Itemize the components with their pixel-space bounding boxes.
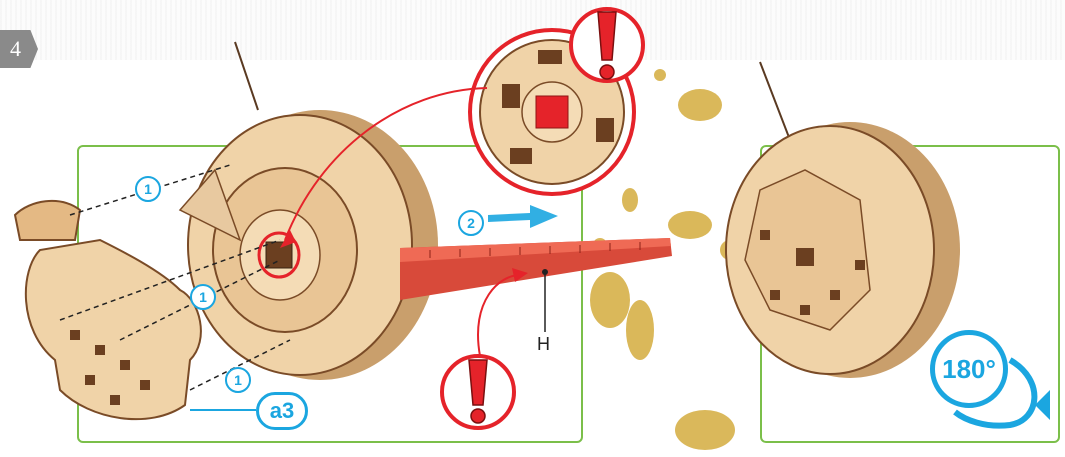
rotate-label: 180° — [930, 330, 1008, 408]
tool-label: H — [537, 334, 550, 355]
wooden-gear-assembly — [180, 110, 438, 380]
step-number-1: 1 — [190, 284, 216, 310]
wire — [235, 42, 258, 110]
warning-exclamation-icon-bottom — [442, 356, 514, 428]
warning-exclamation-icon — [571, 9, 643, 81]
step-number-1: 1 — [135, 176, 161, 202]
direction-arrow-icon — [488, 205, 558, 228]
wooden-assembly-right — [726, 122, 960, 378]
part-label: a3 — [256, 392, 308, 430]
wooden-part-a3 — [15, 201, 201, 419]
wire-right — [760, 62, 790, 140]
step-number-2: 2 — [458, 210, 484, 236]
step-number-1: 1 — [225, 367, 251, 393]
warning-pointer-line — [478, 275, 520, 356]
